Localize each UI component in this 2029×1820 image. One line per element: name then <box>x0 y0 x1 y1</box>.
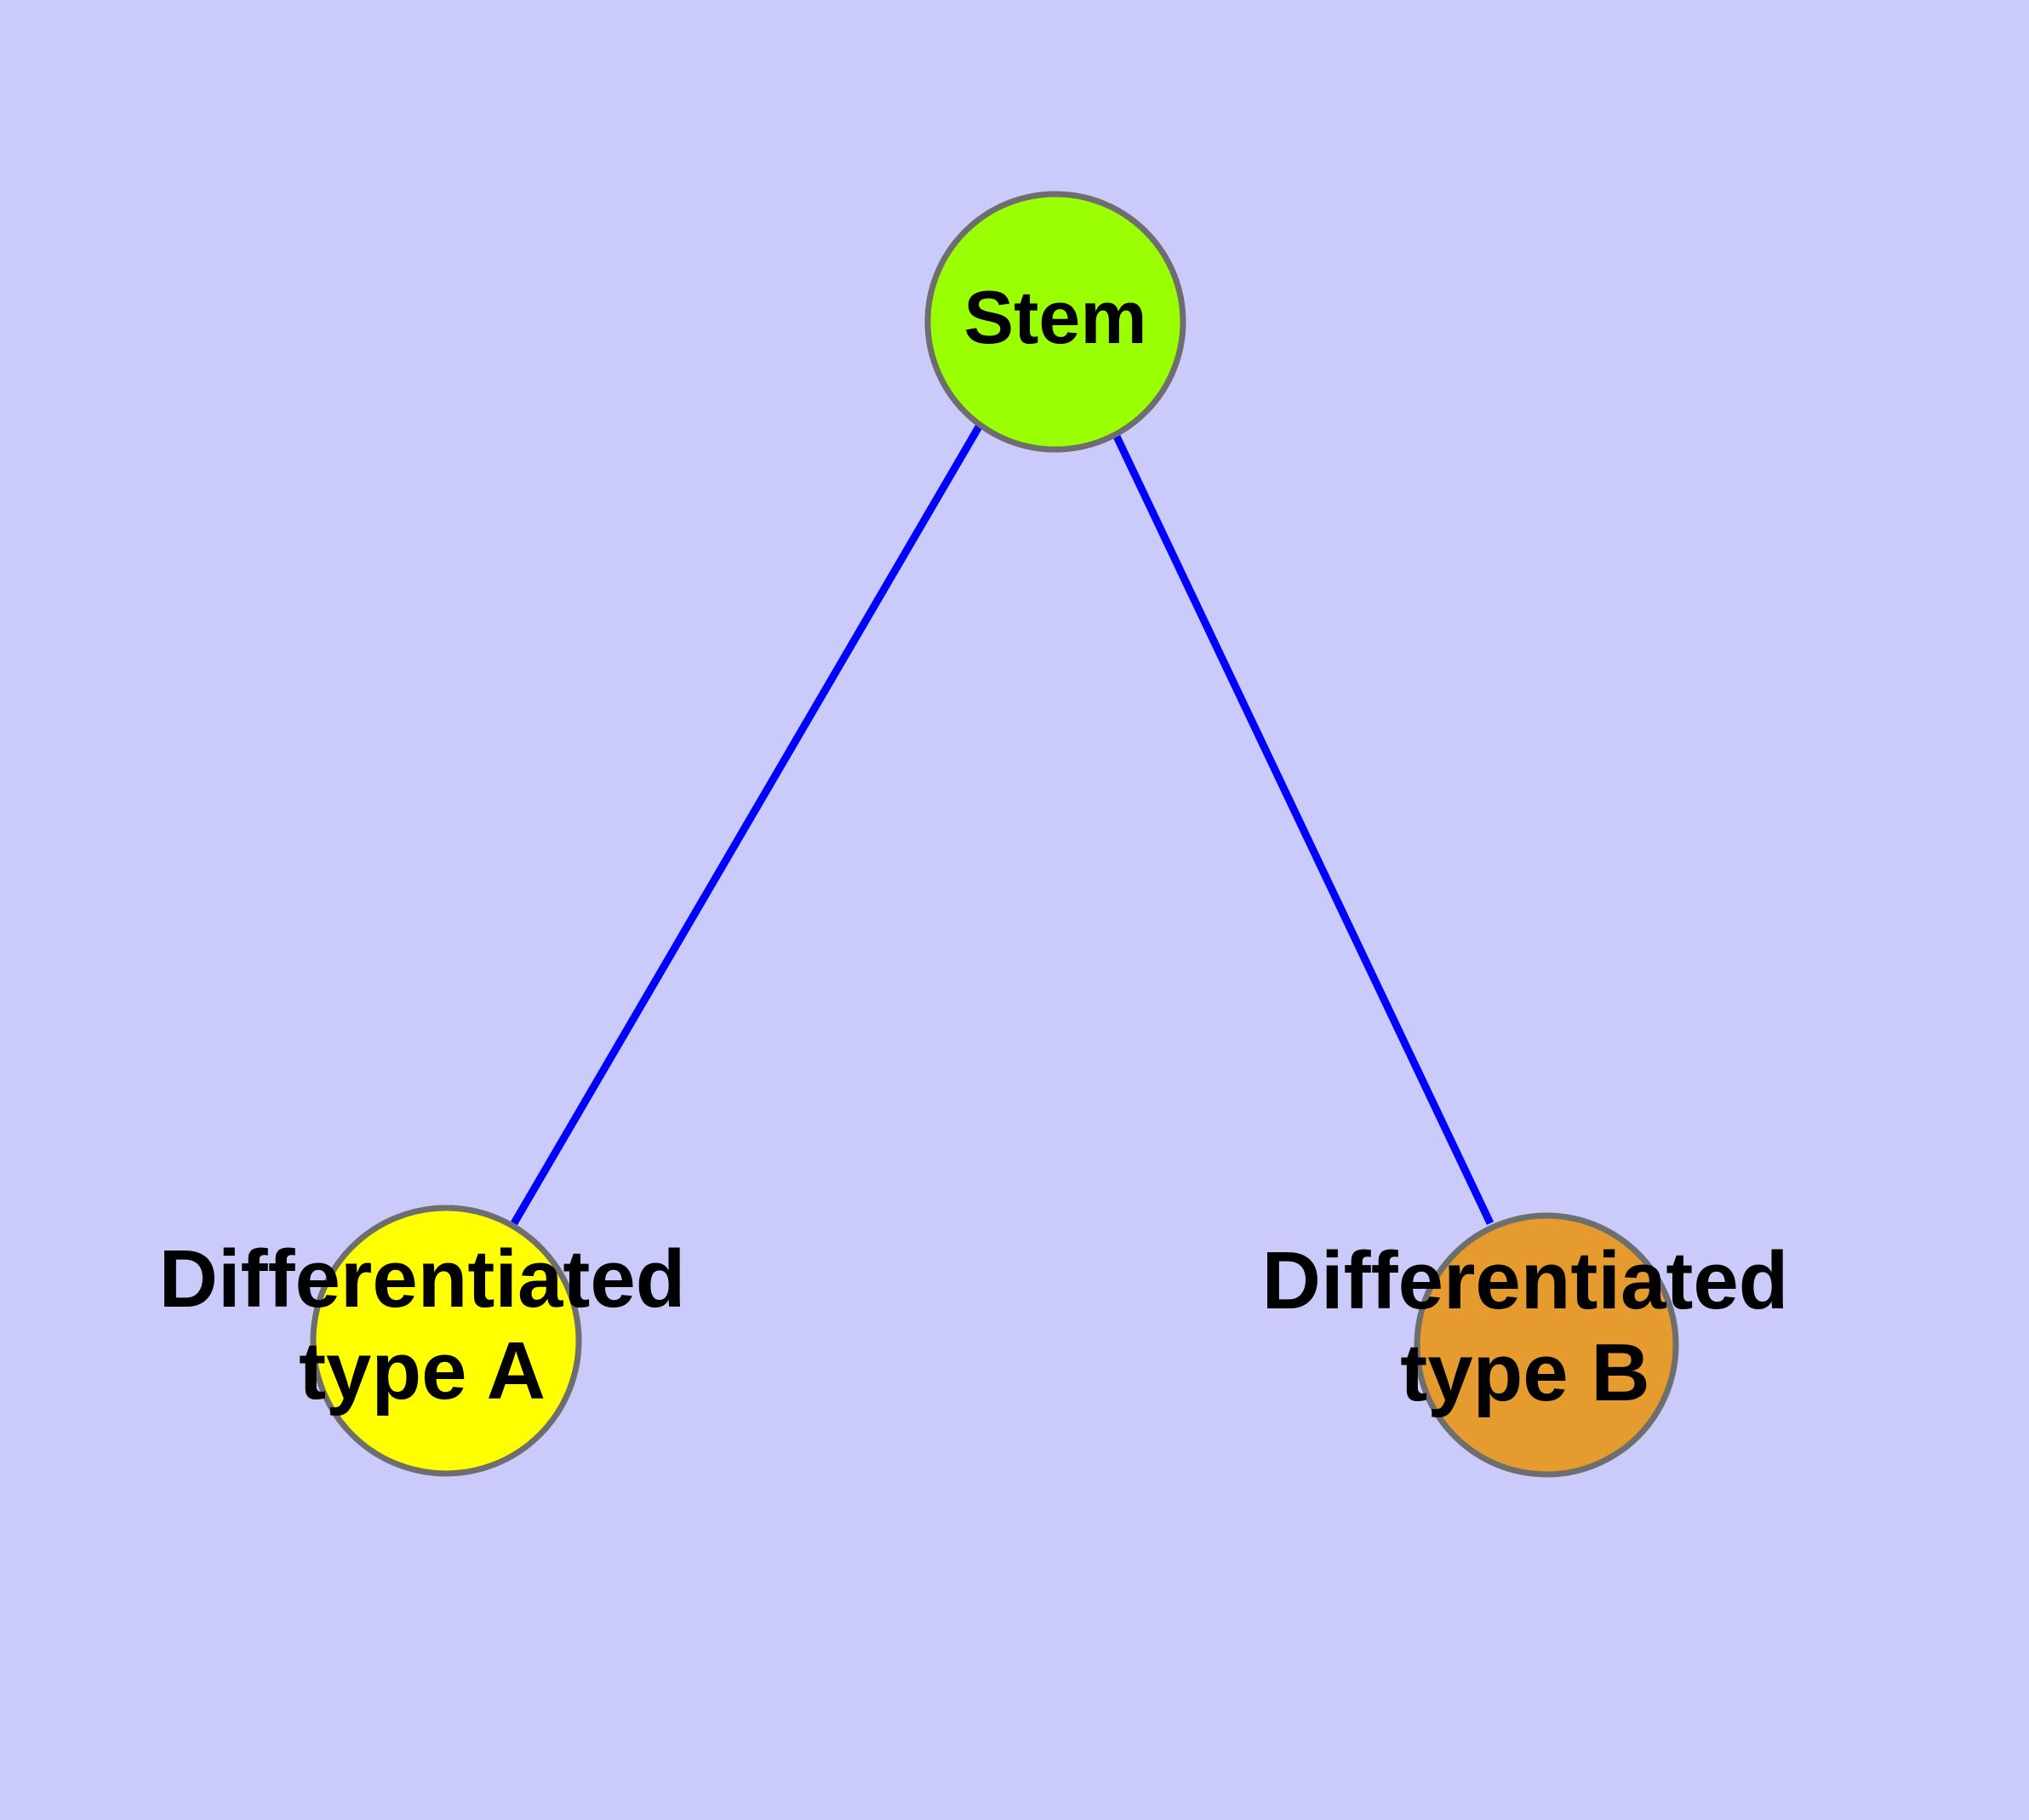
edges-layer <box>511 421 1495 1226</box>
node-stem[interactable] <box>924 191 1186 453</box>
nodes-layer <box>310 191 1679 1478</box>
node-label-line: type B <box>1400 1327 1649 1418</box>
edge-stem-diff-b[interactable] <box>1107 424 1495 1225</box>
node-label-line: Differentiated <box>159 1233 686 1325</box>
node-label-line: Stem <box>963 275 1146 359</box>
node-label-line: Differentiated <box>1262 1235 1789 1326</box>
node-label-stem: Stem <box>963 275 1146 359</box>
node-label-line: type A <box>299 1325 546 1417</box>
node-diff_b[interactable] <box>1414 1212 1679 1478</box>
edge-stem-diff-a[interactable] <box>511 421 984 1226</box>
node-diff_a[interactable] <box>310 1205 582 1477</box>
